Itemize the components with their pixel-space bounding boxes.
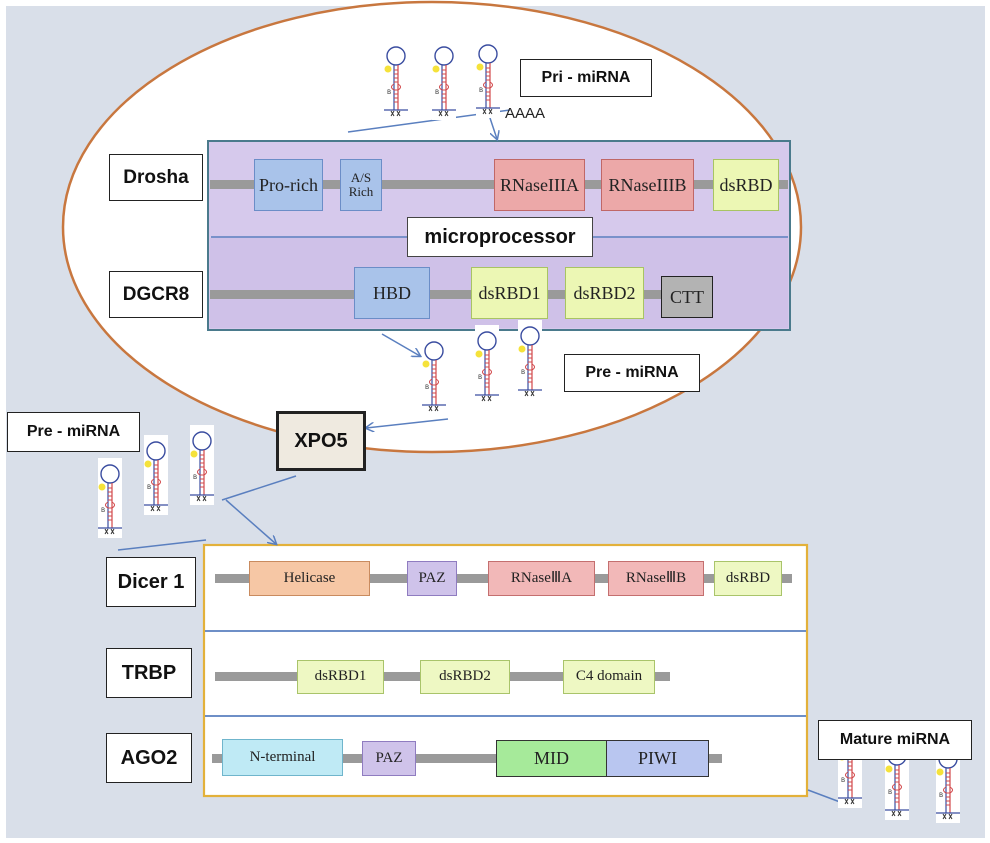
dicer1-paz-domain: PAZ [407,561,457,596]
pri-mirna-hairpin [383,39,409,121]
pre-to-xpo5-arrow [366,418,449,428]
pre-mirna-nuclear-label: Pre - miRNA [564,354,700,392]
trbp-label: TRBP [106,648,192,698]
pre-mirna-hairpin [421,334,447,416]
dicer1-helicase-domain: Helicase [249,561,370,596]
dgcr8-hbd-domain: HBD [354,267,430,319]
drosha-pro-rich-domain: Pro-rich [254,159,323,211]
mature-mirna-label: Mature miRNA [818,720,972,760]
trbp-c4-domain: C4 domain [563,660,655,694]
drosha-rnase3b-domain: RNaseIIIB [601,159,694,211]
cyto-pre-mirna-hairpin [97,457,123,539]
ago2-mid-domain: MID [496,740,607,777]
pre-to-dicer-line [117,539,207,551]
drosha-label: Drosha [109,154,203,201]
dgcr8-dsrbd1-domain: dsRBD1 [471,267,548,319]
pri-mirna-hairpin [431,39,457,121]
dicer1-dsrbd-domain: dsRBD [714,561,782,596]
pre-mirna-cytoplasm-label: Pre - miRNA [7,412,140,452]
dicer1-rnase3a-domain: RNaseⅢA [488,561,595,596]
cyto-pre-mirna-hairpin [189,424,215,506]
dgcr8-backbone [210,290,710,299]
ago2-paz-domain: PAZ [362,741,416,776]
drosha-as-rich-domain: A/S Rich [340,159,382,211]
pri-mirna-label: Pri - miRNA [520,59,652,97]
as-rich-line-2: Rich [348,184,374,199]
pre-mirna-hairpin [474,324,500,406]
pri-mirna-hairpin [475,37,501,119]
dgcr8-label: DGCR8 [109,271,203,318]
cyto-pre-mirna-hairpin [143,434,169,516]
xpo5-label: XPO5 [276,411,366,471]
drosha-dsrbd-domain: dsRBD [713,159,779,211]
pre-mirna-hairpin [517,319,543,401]
export-to-dicer-arrow [225,499,276,544]
dgcr8-dsrbd2-domain: dsRBD2 [565,267,644,319]
ago2-piwi-domain: PIWI [606,740,709,777]
microprocessor-label: microprocessor [407,217,593,257]
as-rich-line-1: A/S [350,170,372,186]
ago2-n-terminal-domain: N-terminal [222,739,343,776]
drosha-rnase3a-domain: RNaseIIIA [494,159,585,211]
ago2-backbone [212,754,722,763]
trbp-dsrbd1-domain: dsRBD1 [297,660,384,694]
dicer1-label: Dicer 1 [106,557,196,607]
trbp-dsrbd2-domain: dsRBD2 [420,660,510,694]
poly-a-tail: AAAA [505,105,546,122]
microprocessor-to-pre-arrow [381,333,420,356]
xpo5-export-line [221,475,297,501]
ago2-to-mature-line [807,789,841,803]
dgcr8-ctt-domain: CTT [661,276,713,318]
dicer1-rnase3b-domain: RNaseⅢB [608,561,704,596]
ago2-label: AGO2 [106,733,192,783]
